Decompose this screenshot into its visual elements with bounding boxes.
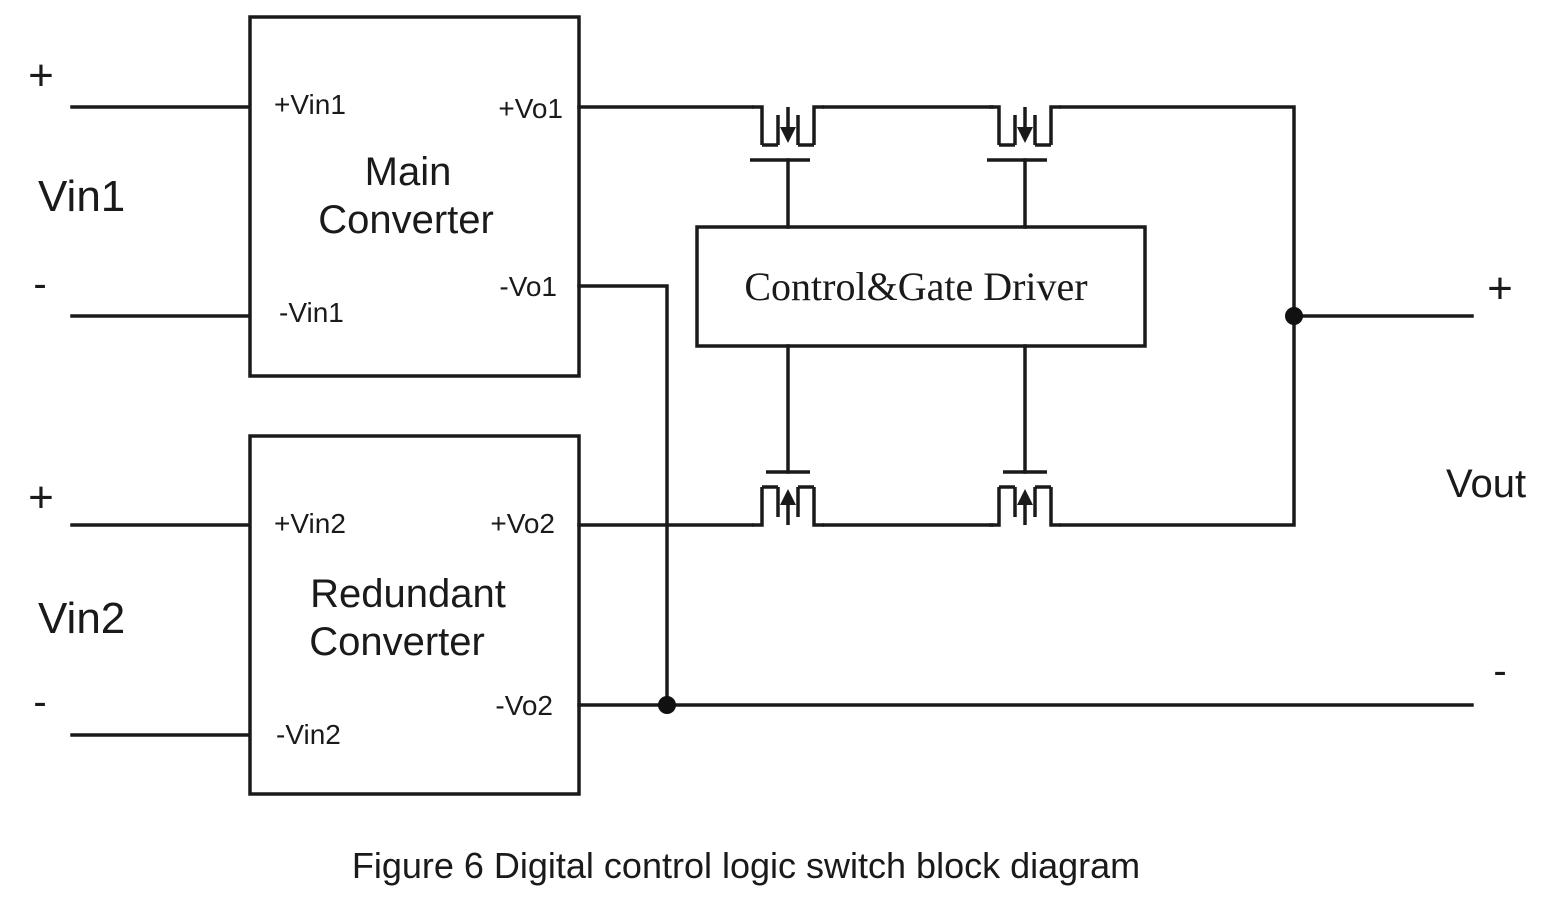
pin-plus-vin2: +Vin2 <box>274 508 346 539</box>
negative-junction-dot <box>658 696 676 714</box>
control-gate-driver-label: Control&Gate Driver <box>744 264 1087 309</box>
main-converter-block: Main Converter +Vin1 -Vin1 +Vo1 -Vo1 <box>248 15 581 378</box>
vout-plus-sign: + <box>1487 264 1513 313</box>
figure-caption: Figure 6 Digital control logic switch bl… <box>352 845 1140 886</box>
mosfet-upper-right <box>987 105 1061 162</box>
vin1-label: Vin1 <box>38 172 125 221</box>
control-gate-driver-block: Control&Gate Driver <box>695 225 1147 348</box>
pin-plus-vo1: +Vo1 <box>498 93 563 124</box>
vin2-plus-sign: + <box>28 473 54 522</box>
redundant-converter-block: Redundant Converter +Vin2 -Vin2 +Vo2 -Vo… <box>248 434 581 796</box>
pin-plus-vo2: +Vo2 <box>490 508 555 539</box>
main-converter-title-line2: Converter <box>318 198 494 242</box>
vo1-negative-wire <box>577 284 669 707</box>
vout-label: Vout <box>1446 462 1526 506</box>
redundant-converter-title-line1: Redundant <box>310 572 506 616</box>
mosfet-upper-left <box>750 105 824 162</box>
pin-plus-vin1: +Vin1 <box>274 89 346 120</box>
mosfet-lower-right <box>989 470 1061 527</box>
vin1-minus-sign: - <box>33 262 46 306</box>
vin2-minus-sign: - <box>33 680 46 724</box>
vin1-plus-sign: + <box>28 51 54 100</box>
vout-minus-sign: - <box>1493 649 1506 693</box>
mosfet-lower-left <box>752 470 824 527</box>
pin-minus-vin1: -Vin1 <box>279 297 344 328</box>
pin-minus-vo2: -Vo2 <box>495 690 553 721</box>
pin-minus-vin2: -Vin2 <box>276 719 341 750</box>
redundant-converter-title-line2: Converter <box>309 620 485 664</box>
positive-junction-dot <box>1285 307 1303 325</box>
pin-minus-vo1: -Vo1 <box>499 271 557 302</box>
main-converter-title-line1: Main <box>365 150 452 194</box>
vin2-label: Vin2 <box>38 594 125 643</box>
